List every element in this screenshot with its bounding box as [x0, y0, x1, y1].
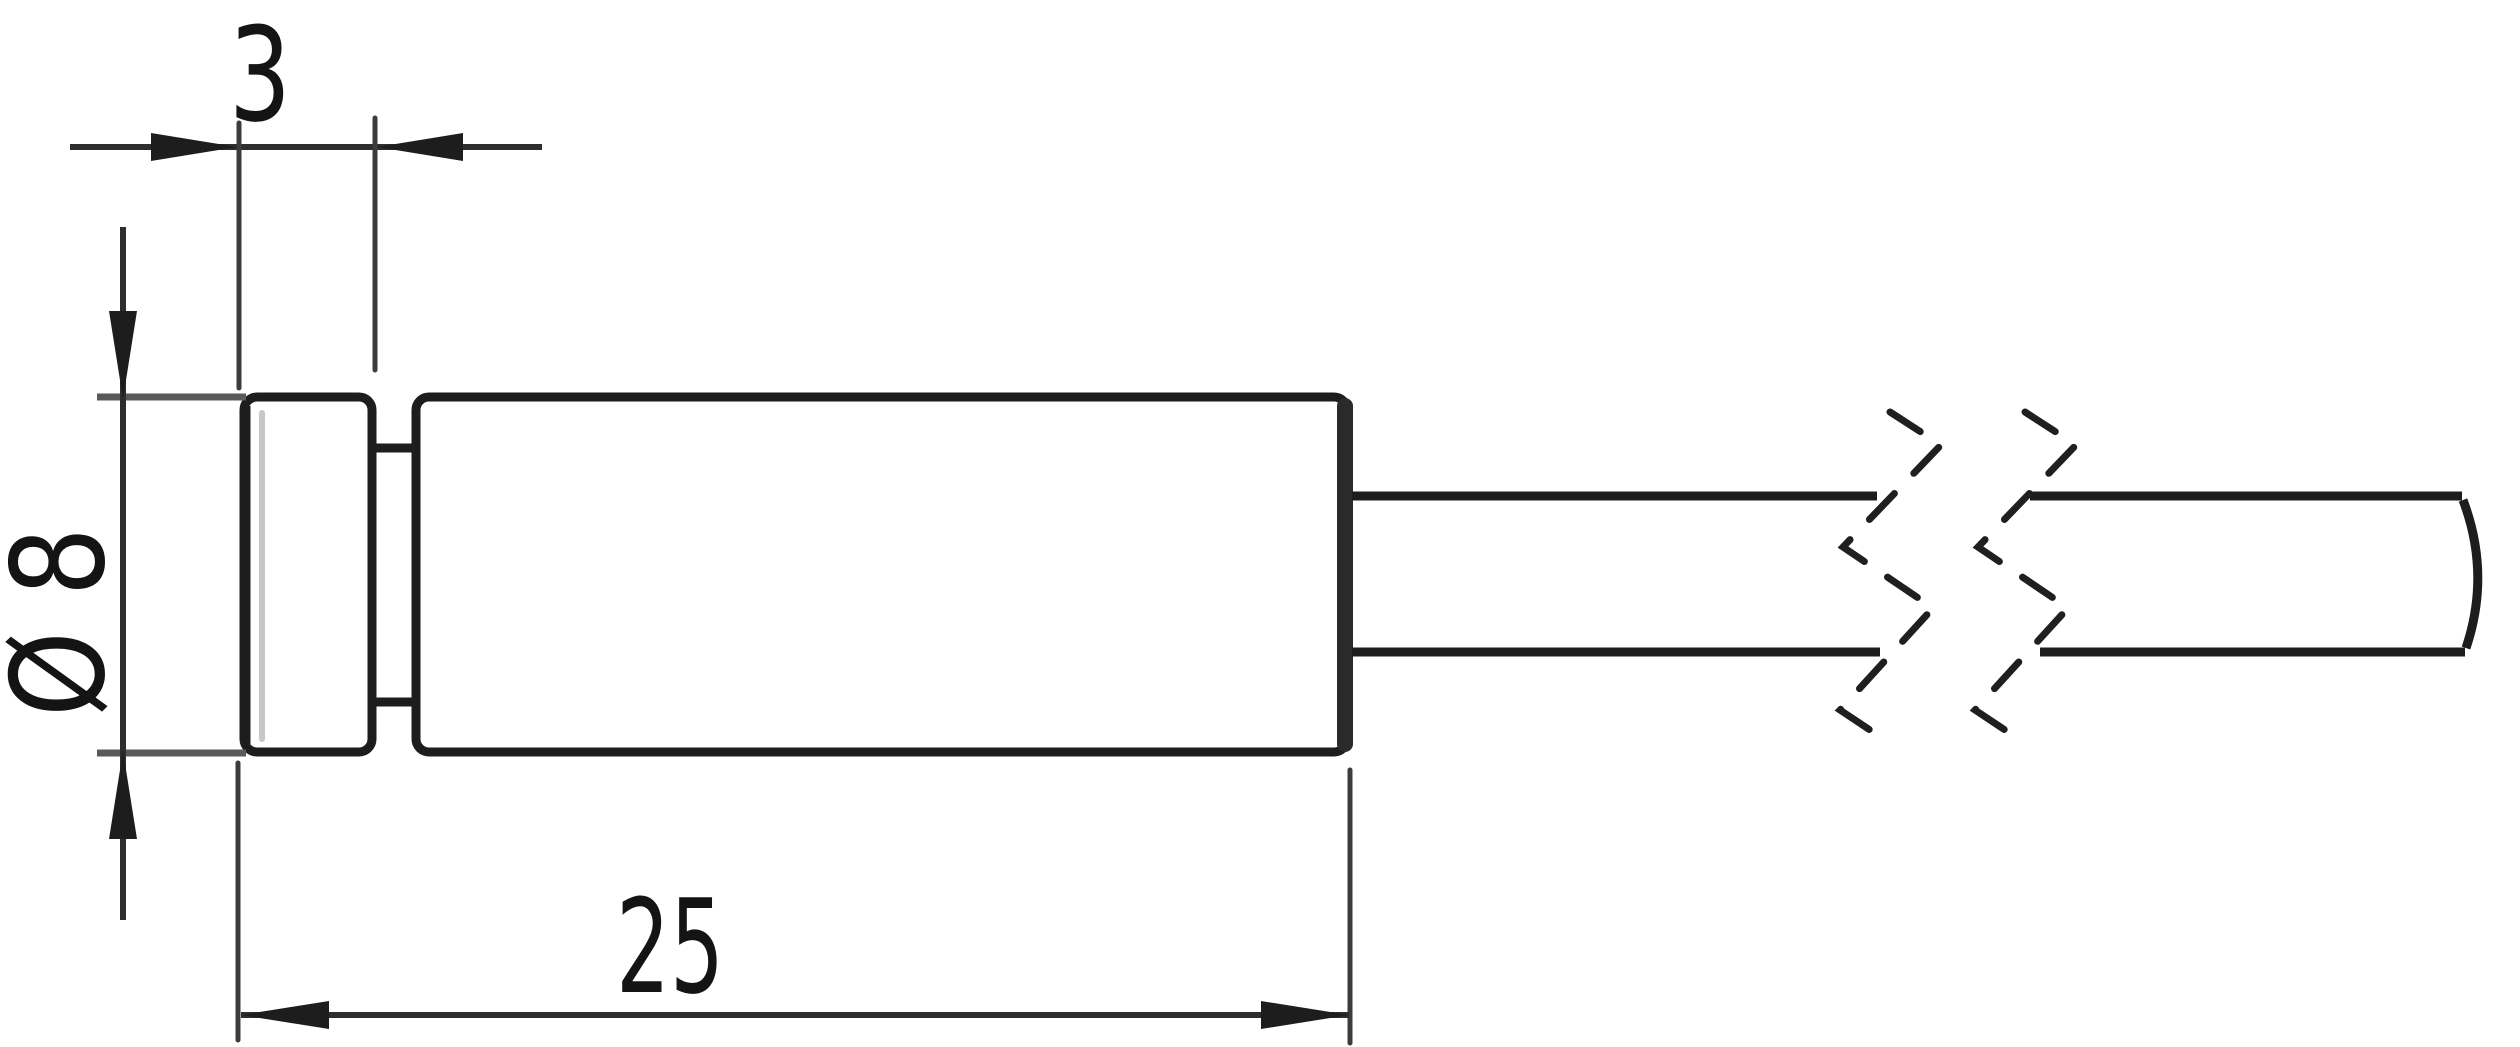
dia8-arrow-bottom	[109, 751, 137, 839]
sensor-part	[239, 392, 1353, 757]
cable-end-cap	[2458, 498, 2483, 650]
cable-break-zigzag-left	[1834, 408, 1947, 746]
dim3-arrow-left	[151, 133, 237, 161]
dim25-arrow-right	[1261, 1001, 1349, 1029]
sensor-body-outline	[411, 392, 1352, 757]
dim3-arrow-right	[377, 133, 463, 161]
cable-break-zigzag-right	[1969, 408, 2082, 746]
dimension-body-length: 25	[235, 760, 1353, 1046]
dia8-label: Ø 8	[0, 527, 134, 717]
dim3-label: 3	[229, 0, 291, 151]
dimension-cap-width: 3	[70, 0, 542, 391]
cable	[1352, 408, 2483, 746]
dim25-arrow-left	[241, 1001, 329, 1029]
dimension-diameter: Ø 8	[0, 227, 246, 920]
dia8-arrow-top	[109, 311, 137, 399]
dim25-label: 25	[616, 871, 724, 1023]
